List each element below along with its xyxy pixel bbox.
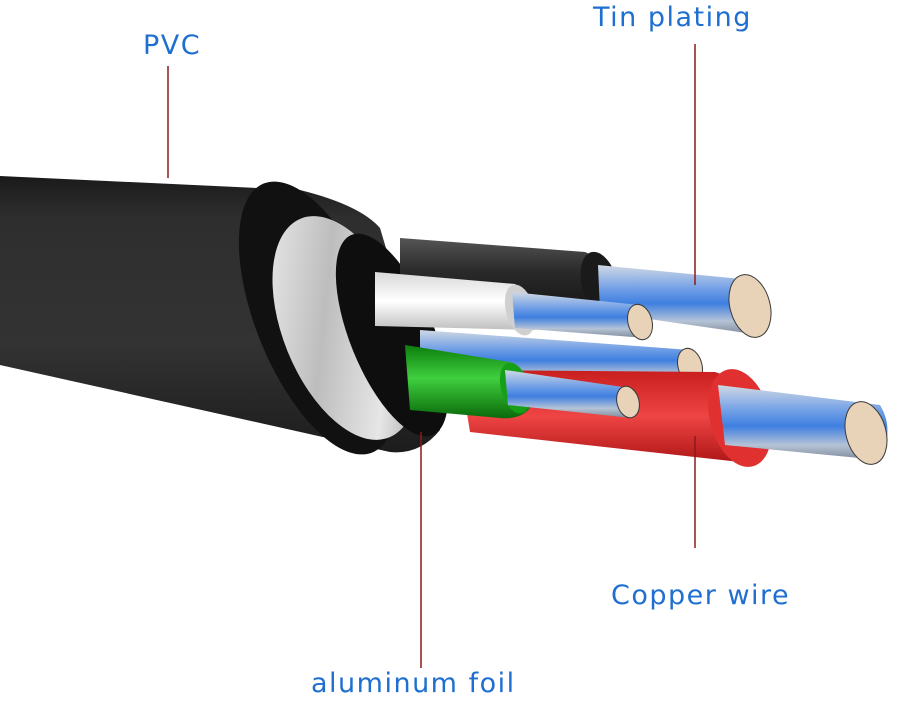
label-pvc: PVC [143,30,202,61]
label-copper-wire: Copper wire [611,580,791,611]
label-tin-plating: Tin plating [593,2,752,33]
wire-green [405,345,640,419]
label-aluminum-foil: aluminum foil [311,668,516,699]
wire-white [375,272,653,341]
